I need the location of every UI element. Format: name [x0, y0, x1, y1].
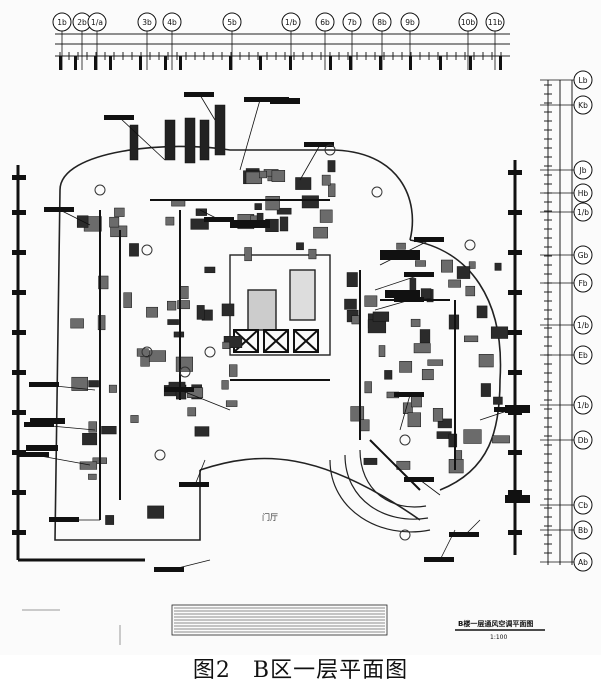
grid-bubble-8b: 8b	[372, 12, 392, 32]
grid-bubble-right-partial-1-label: 1/b	[577, 208, 589, 217]
grid-bubble-Db-label: Db	[578, 436, 589, 445]
top-axis-bubbles: 1b 2b 3b 4b 5b 6b 7b 8b 9b 10b 11b 1/a 1/b	[52, 12, 505, 70]
round-diffusers	[94, 144, 476, 541]
grid-bubble-Cb-label: Cb	[578, 501, 588, 510]
grid-bubble-Eb: Eb	[573, 345, 593, 365]
grid-bubble-right-partial-3: 1/b	[573, 395, 593, 415]
grid-bubble-Fb: Fb	[573, 273, 593, 293]
grid-bubble-Jb-label: Jb	[579, 166, 587, 175]
grid-bubble-right-partial-2-label: 1/b	[577, 321, 589, 330]
margin-marks	[22, 609, 121, 645]
grid-bubble-partial-1-label: 1/a	[91, 18, 103, 27]
right-dimension-lines	[547, 80, 573, 565]
grid-bubble-Lb-label: Lb	[579, 76, 588, 85]
floor-plan-drawing: 1b 2b 3b 4b 5b 6b 7b 8b 9b 10b 11b 1/a 1/b LbKbJbHbG…	[12, 12, 593, 645]
room-label: 门厅	[262, 512, 278, 522]
grid-bubble-6b-label: 6b	[320, 18, 330, 27]
grid-bubble-8b-label: 8b	[377, 18, 387, 27]
grid-bubble-right-partial-3-label: 1/b	[577, 401, 589, 410]
grid-bubble-1b-label: 1b	[57, 18, 67, 27]
stair-hatch-lines	[174, 607, 385, 633]
grid-bubble-5b-label: 5b	[227, 18, 237, 27]
grid-bubble-Db: Db	[573, 430, 593, 450]
drawing-title: B楼一层通风空调平面图	[458, 619, 533, 628]
grid-bubble-Jb: Jb	[573, 160, 593, 180]
hvac-ductwork	[70, 104, 510, 525]
column-stubs	[59, 56, 502, 70]
grid-bubble-Kb: Kb	[573, 95, 593, 115]
grid-bubble-9b-label: 9b	[405, 18, 415, 27]
grid-bubble-partial-2-label: 1/b	[285, 18, 297, 27]
grid-bubble-9b: 9b	[400, 12, 420, 32]
grid-bubble-Ab: Ab	[573, 552, 593, 572]
title-block: B楼一层通风空调平面图 1:100	[455, 619, 545, 641]
elevator-shafts	[233, 329, 319, 353]
grid-bubble-2b-label: 2b	[77, 18, 87, 27]
hvac-duct-lines	[99, 199, 456, 520]
building-core	[229, 254, 331, 356]
grid-bubble-Cb: Cb	[573, 495, 593, 515]
grid-bubble-4b: 4b	[162, 12, 182, 32]
grid-bubble-10b-label: 10b	[461, 18, 476, 27]
grid-bubble-11b-label: 11b	[488, 18, 503, 27]
grid-bubble-Bb-label: Bb	[578, 526, 588, 535]
grid-bubble-Ab-label: Ab	[578, 558, 588, 567]
grid-bubble-3b: 3b	[137, 12, 157, 32]
grid-bubble-6b: 6b	[315, 12, 335, 32]
stair-hatch	[171, 604, 388, 636]
grid-bubble-Eb-label: Eb	[578, 351, 588, 360]
grid-bubble-Gb-label: Gb	[578, 251, 589, 260]
building-outline	[54, 145, 502, 541]
grid-bubble-Bb: Bb	[573, 520, 593, 540]
grid-bubble-3b-label: 3b	[142, 18, 152, 27]
grid-bubble-Hb: Hb	[573, 183, 593, 203]
grid-bubble-Gb: Gb	[573, 245, 593, 265]
annotation-tags	[19, 92, 530, 572]
grid-bubble-7b-label: 7b	[347, 18, 357, 27]
grid-bubble-7b: 7b	[342, 12, 362, 32]
grid-bubble-Hb-label: Hb	[578, 189, 589, 198]
grid-bubble-1b: 1b	[52, 12, 72, 32]
grid-bubble-Kb-label: Kb	[578, 101, 588, 110]
curved-walkway	[329, 449, 431, 533]
grid-bubble-right-partial-2: 1/b	[573, 315, 593, 335]
grid-bubble-Lb: Lb	[573, 70, 593, 90]
grid-bubble-5b: 5b	[222, 12, 242, 32]
grid-bubble-Fb-label: Fb	[578, 279, 587, 288]
drawing-scale: 1:100	[490, 634, 507, 641]
figure-caption: 图2 B区一层平面图	[0, 652, 601, 696]
grid-bubble-partial-1: 1/a	[87, 12, 107, 32]
figure-number: 图2	[192, 658, 231, 683]
right-dimension-ticks	[544, 84, 552, 554]
top-dimension-lines	[55, 33, 510, 57]
grid-bubble-4b-label: 4b	[167, 18, 177, 27]
figure-title: B区一层平面图	[252, 658, 409, 683]
grid-bubble-partial-2: 1/b	[281, 12, 301, 32]
grid-bubble-11b: 11b	[485, 12, 505, 32]
grid-bubble-10b: 10b	[458, 12, 478, 32]
grid-bubble-right-partial-1: 1/b	[573, 202, 593, 222]
